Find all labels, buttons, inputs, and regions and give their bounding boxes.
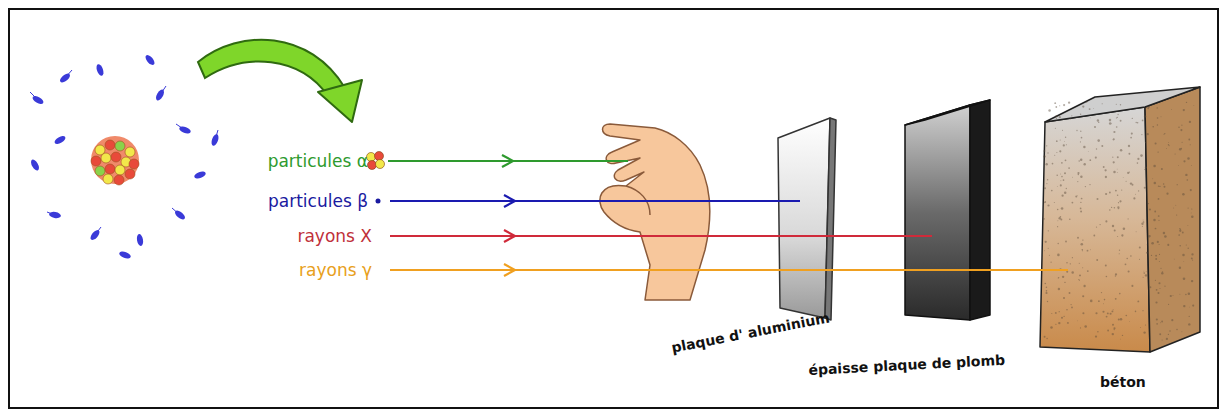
aluminium-face — [778, 118, 830, 318]
aluminium-edge — [825, 118, 836, 320]
concrete-block: béton — [1030, 82, 1205, 357]
electron-tails — [30, 70, 218, 235]
shield-label: béton — [1100, 374, 1146, 390]
lead-face — [905, 105, 970, 320]
ray-label: rayons γ — [299, 260, 372, 280]
electrons — [29, 53, 219, 259]
hand — [600, 124, 710, 300]
beta-particle-icon — [376, 199, 381, 204]
lead-top — [905, 100, 990, 125]
aluminium-plate-shape — [770, 118, 840, 323]
lead-side — [970, 100, 990, 320]
concrete-side — [1145, 87, 1200, 352]
beta-ray — [390, 195, 800, 207]
x-ray — [390, 230, 932, 242]
atom-nucleus — [91, 136, 139, 185]
ray-label: particules β — [268, 191, 368, 211]
ray-label: particules α — [268, 151, 368, 171]
alpha-ray — [388, 155, 628, 167]
concrete-block-shape — [1030, 82, 1205, 357]
emission-arrow — [198, 40, 362, 122]
ray-label: rayons X — [297, 226, 372, 246]
lead-plate-shape — [900, 100, 995, 325]
aluminium-plate: plaque d' aluminium — [770, 118, 840, 323]
concrete-top — [1045, 87, 1200, 122]
lead-plate: épaisse plaque de plomb — [900, 100, 995, 325]
concrete-face — [1040, 107, 1150, 352]
concrete-texture — [1043, 101, 1194, 340]
alpha-particle-icon — [367, 152, 385, 170]
